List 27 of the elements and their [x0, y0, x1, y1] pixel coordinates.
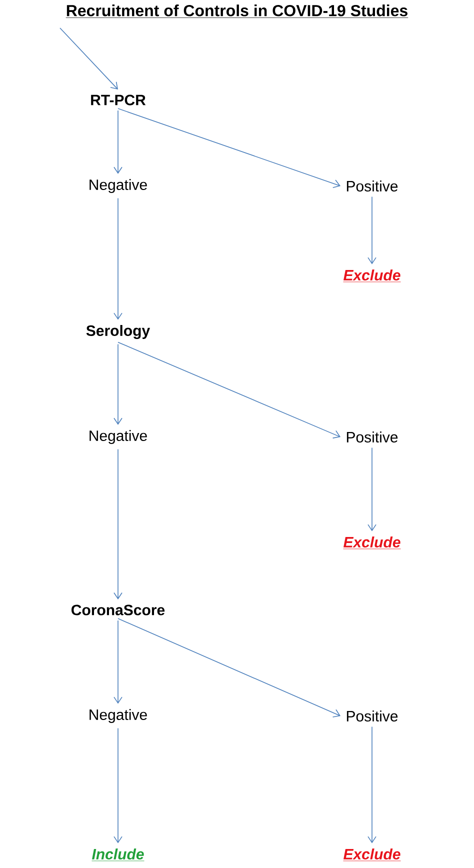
arrow — [114, 620, 122, 704]
result-label: Negative — [90, 179, 147, 193]
test-label: RT-PCR — [91, 94, 146, 106]
test-label: Serology — [86, 324, 150, 340]
arrow — [118, 618, 341, 718]
result-label: Positive — [346, 710, 398, 722]
arrow — [114, 344, 122, 425]
arrow — [114, 728, 122, 844]
arrow — [118, 342, 341, 438]
outcome-label: Exclude — [343, 848, 401, 862]
result-label: Negative — [90, 709, 147, 723]
arrow — [60, 28, 118, 90]
arrow — [368, 447, 376, 532]
arrow — [368, 726, 376, 844]
result-label: Positive — [346, 180, 398, 192]
outcome-label: Exclude — [343, 536, 401, 550]
title: Recruitment of Controls in COVID-19 Studies — [66, 4, 408, 18]
result-label: Positive — [346, 432, 398, 442]
test-label: CoronaScore — [72, 604, 165, 616]
arrow — [118, 108, 341, 188]
outcome-label: Exclude — [343, 270, 401, 282]
arrow — [368, 196, 376, 264]
outcome-label: Include — [92, 848, 144, 862]
result-label: Negative — [90, 430, 147, 444]
arrow — [114, 110, 122, 174]
arrow — [114, 198, 122, 320]
arrow — [114, 448, 122, 600]
